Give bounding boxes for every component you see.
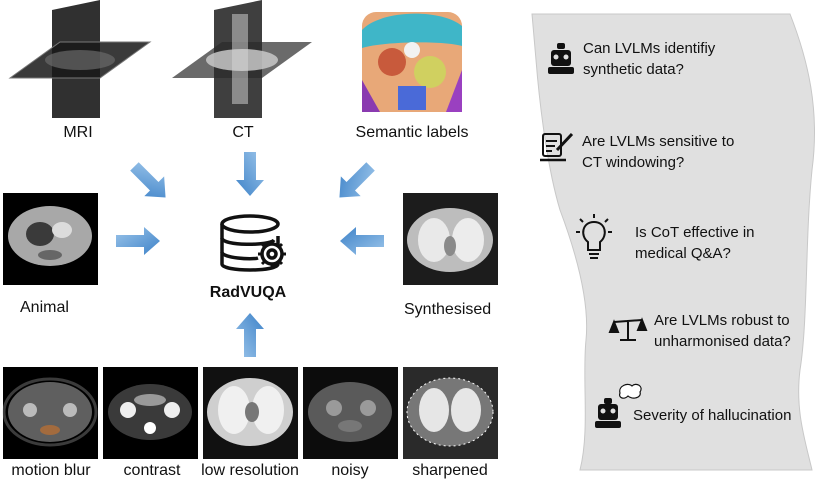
thumb-low-resolution: [203, 367, 298, 459]
question-windowing-line2: CT windowing?: [582, 154, 685, 171]
label-low-resolution: low resolution: [201, 462, 299, 479]
thumb-sharpened: [403, 367, 498, 459]
semantic-labels-image: [362, 12, 462, 112]
synthesised-ct-image: [403, 193, 498, 285]
label-semantic-labels: Semantic labels: [355, 124, 469, 141]
label-mri: MRI: [63, 124, 93, 141]
thumb-noisy: [303, 367, 398, 459]
lightbulb-icon: [576, 214, 612, 259]
thumb-contrast: [103, 367, 198, 459]
question-cot-line2: medical Q&A?: [635, 245, 731, 262]
question-windowing-line1: Are LVLMs sensitive to: [582, 133, 735, 150]
label-synthesised: Synthesised: [404, 301, 492, 318]
questions-panel: [531, 13, 816, 471]
arrow-semantic: [339, 162, 375, 198]
label-sharpened: sharpened: [412, 462, 488, 479]
question-robust-line1: Are LVLMs robust to: [654, 312, 790, 329]
question-hallucination: Severity of hallucination: [633, 405, 791, 426]
arrow-animal: [116, 227, 160, 255]
label-animal: Animal: [20, 299, 69, 316]
ct-image: [172, 0, 312, 118]
label-motion-blur: motion blur: [11, 462, 91, 479]
question-cot-line1: Is CoT effective in: [635, 224, 755, 241]
arrow-ct: [236, 152, 264, 196]
question-hallucination-line1: Severity of hallucination: [633, 407, 792, 424]
radvuqa-label: RadVUQA: [209, 284, 287, 301]
robot-icon: [548, 43, 574, 74]
robot-thinking-icon: [595, 383, 642, 428]
scales-icon: [608, 317, 648, 341]
database-gear-icon: [220, 214, 286, 272]
arrow-synthesised: [340, 227, 384, 255]
question-robust-line2: unharmonised data?: [654, 333, 791, 350]
label-ct: CT: [232, 124, 254, 141]
sign-document-icon: [540, 132, 574, 162]
thumb-motion-blur: [2, 367, 98, 459]
arrow-perturbations: [236, 313, 264, 357]
question-cot: Is CoT effective in medical Q&A?: [635, 222, 755, 264]
question-synthetic-line1: Can LVLMs identifiy: [583, 40, 716, 57]
arrow-mri: [130, 162, 166, 198]
label-contrast: contrast: [123, 462, 181, 479]
question-synthetic: Can LVLMs identifiy synthetic data?: [583, 38, 715, 80]
mri-image: [8, 0, 152, 118]
question-synthetic-line2: synthetic data?: [583, 61, 684, 78]
question-windowing: Are LVLMs sensitive to CT windowing?: [582, 131, 734, 173]
question-robust: Are LVLMs robust to unharmonised data?: [654, 310, 791, 352]
animal-ct-image: [3, 193, 98, 285]
label-noisy: noisy: [331, 462, 369, 479]
